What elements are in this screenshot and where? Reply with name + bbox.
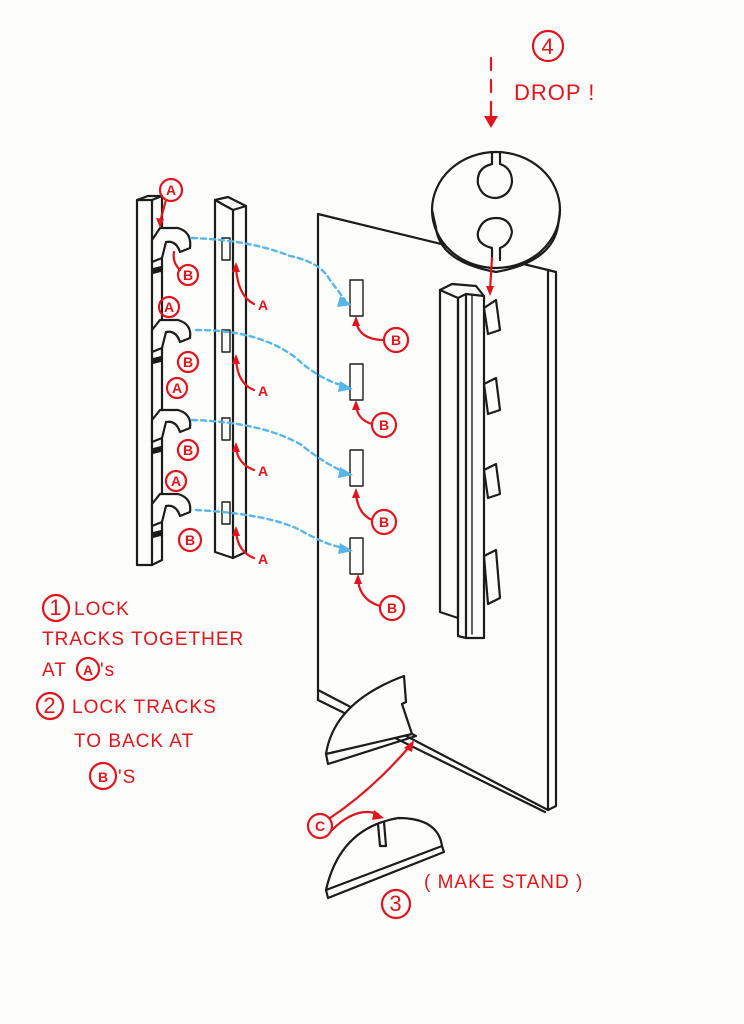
panel-slot	[349, 279, 364, 317]
step-number-circle	[380, 888, 412, 920]
left-track	[135, 194, 192, 567]
red-annotations: A A A A B B B B A A A A B B B	[156, 56, 498, 840]
step-1-number: 1	[49, 595, 62, 620]
marker-b-label: B	[183, 442, 193, 458]
panel-slot	[349, 537, 364, 575]
marker-a-label: A	[258, 463, 268, 479]
step-1-line3-suffix: 's	[100, 660, 115, 681]
marker-c-label: C	[315, 818, 325, 834]
panel-slot	[349, 363, 364, 401]
step-2-note: 2 LOCK TRACKS TO BACK AT B 'S	[35, 691, 217, 791]
left-track-hook	[150, 408, 192, 444]
track-slot	[221, 329, 231, 353]
step-3-note: 3 ( MAKE STAND )	[380, 872, 583, 920]
left-track-hook	[150, 492, 192, 528]
step-2-number: 2	[43, 693, 56, 718]
step-2-line1: LOCK TRACKS	[72, 697, 217, 718]
assembled-track-tab	[482, 462, 502, 500]
marker-a-label: A	[166, 182, 176, 198]
marker-b-label: B	[183, 354, 193, 370]
step-1-marker: A	[83, 662, 93, 678]
step-1-line3-prefix: AT	[42, 660, 67, 681]
step-1-line2: TRACKS TOGETHER	[42, 629, 244, 650]
step-2-line3-suffix: 'S	[118, 767, 136, 788]
stand-piece-upper	[324, 674, 418, 766]
step-1-line1: LOCK	[74, 599, 130, 620]
panel-slot	[349, 449, 364, 487]
marker-b-label: B	[387, 600, 397, 616]
marker-a-label: A	[258, 383, 268, 399]
marker-b-label: B	[185, 532, 195, 548]
blue-guide-arrows	[190, 236, 353, 554]
step-3-number: 3	[389, 891, 402, 916]
step-4-text: DROP !	[514, 80, 595, 105]
marker-a-label: A	[258, 297, 268, 313]
stand-piece-lower	[324, 816, 446, 900]
track-slot	[221, 417, 231, 441]
assembled-track	[438, 282, 502, 640]
marker-b-label: B	[183, 267, 193, 283]
track-slot	[221, 501, 231, 525]
marker-a-label: A	[171, 473, 181, 489]
marker-b-label: B	[379, 514, 389, 530]
left-track-hook	[150, 226, 192, 264]
step-2-marker: B	[98, 769, 108, 785]
step-number-circle	[35, 691, 65, 721]
assembled-track-tab	[482, 548, 502, 606]
marker-b-label: B	[391, 332, 401, 348]
step-4-note: 4 DROP !	[514, 29, 595, 105]
top-disc	[430, 150, 562, 274]
step-2-line2: TO BACK AT	[74, 731, 194, 752]
assembled-track-tab	[482, 376, 502, 416]
track-slot	[221, 237, 231, 261]
marker-circle-a	[158, 177, 184, 203]
marker-a-label: A	[258, 551, 268, 567]
step-1-note: 1 LOCK TRACKS TOGETHER AT A 's	[41, 593, 244, 682]
step-4-number: 4	[541, 34, 554, 59]
step-3-text: ( MAKE STAND )	[424, 872, 583, 893]
left-track-hook	[150, 318, 192, 354]
assembled-track-tab	[482, 298, 502, 336]
step-number-circle	[531, 29, 565, 63]
marker-a-label: A	[164, 299, 174, 315]
step-number-circle	[41, 593, 71, 623]
marker-b-label: B	[379, 417, 389, 433]
marker-a-label: A	[172, 380, 182, 396]
